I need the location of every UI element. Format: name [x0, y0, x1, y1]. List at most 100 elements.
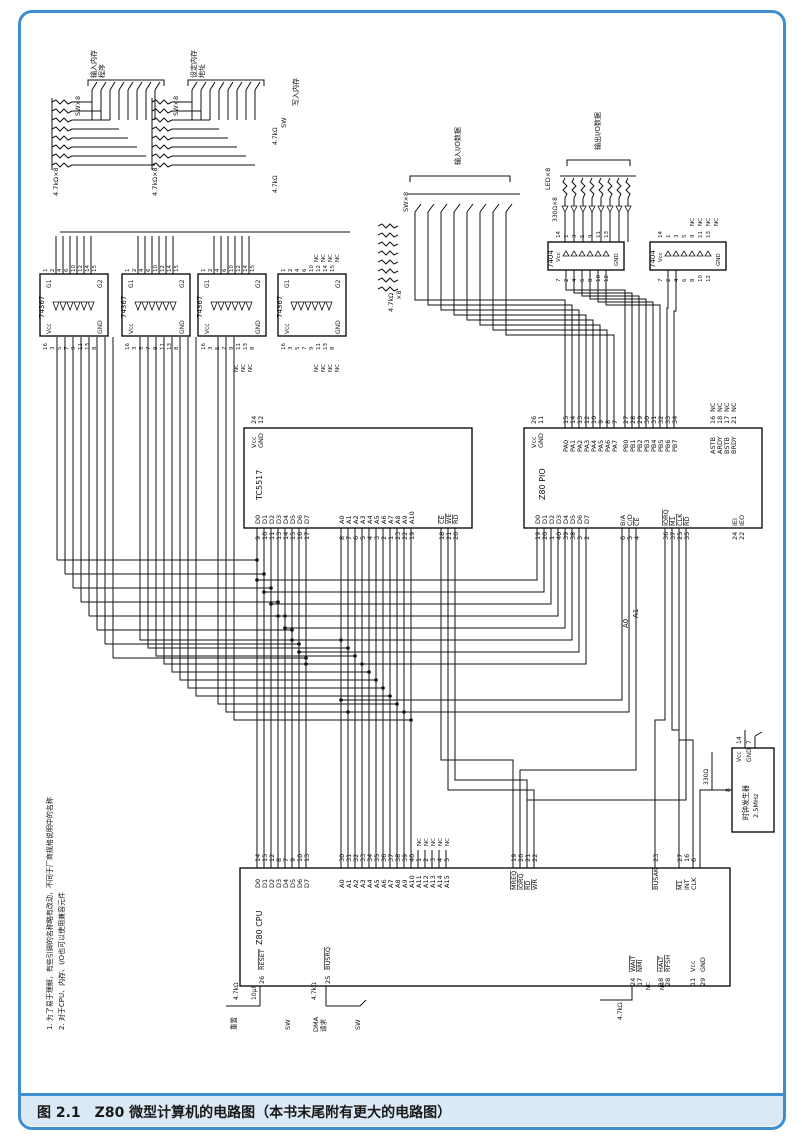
junction-dot — [283, 626, 287, 630]
pio-pin-num: 12 — [583, 416, 591, 424]
pin-num: 11 — [236, 343, 242, 350]
pio-pin-num: 35 — [683, 532, 691, 540]
pin-num: 16 — [125, 343, 131, 350]
buffer-gate — [80, 301, 88, 312]
switch-program — [127, 81, 134, 91]
pio-pin: PA6 — [604, 440, 612, 452]
pio-data-bus — [306, 528, 587, 665]
buffer-gate — [162, 301, 170, 312]
pin-num: 3 — [208, 346, 214, 350]
cpu-pin-num: 33 — [359, 854, 367, 862]
pio-pin: PB2 — [636, 439, 644, 452]
caption-bar: 图 2.1 Z80 微型计算机的电路图（本书末尾附有更大的电路图） — [21, 1093, 783, 1126]
buffer-gate — [238, 301, 246, 312]
pin-num: 10 — [596, 275, 602, 282]
mem-pin-num: 5 — [359, 536, 367, 540]
pio-pin: B/A — [619, 514, 627, 526]
mem-pin: D5 — [289, 515, 297, 524]
pio-pin: PA4 — [590, 440, 598, 452]
cpu-pin: A11 — [415, 875, 423, 888]
pin-num: 9 — [71, 346, 77, 350]
buffer-gate — [210, 301, 218, 312]
pin-num: 15 — [330, 265, 336, 272]
dma-label: 请求 — [319, 1019, 328, 1033]
nc-label: NC — [314, 364, 320, 372]
inverter-chip-7404 — [547, 241, 625, 271]
nc-label: NC — [328, 364, 334, 372]
pin-num: 9 — [690, 234, 696, 238]
switch-address — [191, 81, 198, 91]
switch-address — [209, 81, 216, 91]
io-in-wire — [479, 232, 601, 428]
set-address-label: 设定内存 — [189, 50, 198, 78]
bus-label: A1 — [632, 609, 640, 618]
pio-pin-num: 29 — [636, 416, 644, 424]
note-1: 1. 为了易于理解，有些引脚的名称略有改动，不同于厂商规格说明中的名称 — [45, 797, 54, 1030]
busak-line — [654, 528, 666, 868]
pio-pin: PB6 — [664, 439, 672, 452]
pin-num: 12 — [160, 265, 166, 272]
junction-dot — [262, 572, 266, 576]
pin-num: 15 — [92, 265, 98, 272]
cpu-pin: A13 — [429, 875, 437, 888]
cpu-pin-num: 4 — [436, 858, 444, 862]
pin-num: 9 — [229, 346, 235, 350]
pullup-resistor — [51, 162, 73, 168]
buffer-gate — [304, 301, 312, 312]
pio-pin-num: 40 — [555, 532, 563, 540]
pin-num: 10 — [698, 275, 704, 282]
bank-bracket — [87, 79, 165, 86]
mem-pin-num: 23 — [394, 532, 402, 540]
pin-label: Vcc — [128, 323, 135, 334]
led-resistor — [607, 177, 613, 199]
pio-pin-num: 34 — [671, 416, 679, 424]
iorq-to-pio-ce — [519, 528, 637, 868]
mem-pin-num: 12 — [257, 416, 265, 424]
switch-address — [245, 81, 252, 91]
pio-pin-num: 4 — [633, 536, 641, 540]
mem-pin: D0 — [254, 515, 262, 524]
pin-num: 14 — [736, 736, 743, 744]
buffer-chip-74367 — [197, 273, 267, 337]
nc-label: NC — [660, 982, 666, 990]
mem-pin-num: 22 — [401, 532, 409, 540]
mem-pin: D4 — [282, 515, 290, 524]
pio-pin-num: 25 — [676, 532, 684, 540]
sw-label: SW — [354, 1019, 362, 1030]
led-resistor — [598, 177, 604, 199]
io-in-wire — [440, 232, 580, 428]
pin-num: 4 — [215, 268, 221, 272]
led-count-label: LED×8 — [544, 168, 552, 190]
sw-label: SW — [284, 1019, 292, 1030]
pio-pin: M1 — [669, 516, 677, 526]
junction-dot — [297, 650, 301, 654]
cpu-pin: D4 — [282, 879, 290, 888]
pin-num: 8 — [330, 346, 336, 350]
pin-num: 11 — [160, 343, 166, 350]
write-memory-label: 写入内存 — [291, 78, 300, 106]
cpu-pin-num: 10 — [296, 854, 304, 862]
nc-label: NC — [706, 218, 712, 226]
cpu-pin: A8 — [394, 879, 402, 888]
io-switch — [492, 203, 500, 213]
inverter-gate — [562, 250, 570, 257]
nc-label: NC — [698, 218, 704, 226]
buffer-chip-74367 — [39, 273, 109, 337]
inverter-chip-7404 — [649, 241, 727, 271]
inverter-chip-name: 7404 — [547, 250, 555, 268]
pin-num: 2 — [288, 269, 294, 273]
mem-pin: A7 — [387, 515, 395, 524]
resistor-label: 4.7kΩ — [233, 982, 240, 1000]
cpu-pin-num: 29 — [699, 978, 707, 986]
mem-pin-num: 24 — [250, 416, 258, 424]
mem-pin: RD — [452, 514, 460, 524]
io-switch — [466, 203, 474, 213]
pin-num: 11 — [316, 343, 322, 350]
switch-program — [91, 81, 98, 91]
pio-pin: PA5 — [597, 440, 605, 452]
pin-label: GND — [746, 748, 753, 762]
reset-label: 重置 — [230, 1017, 238, 1031]
schematic-labels: Z80 CPUD014D115D212D38D47D59D610D713A030… — [38, 50, 760, 1032]
pin-num: 10 — [71, 265, 77, 272]
pin-num: 3 — [674, 234, 680, 238]
